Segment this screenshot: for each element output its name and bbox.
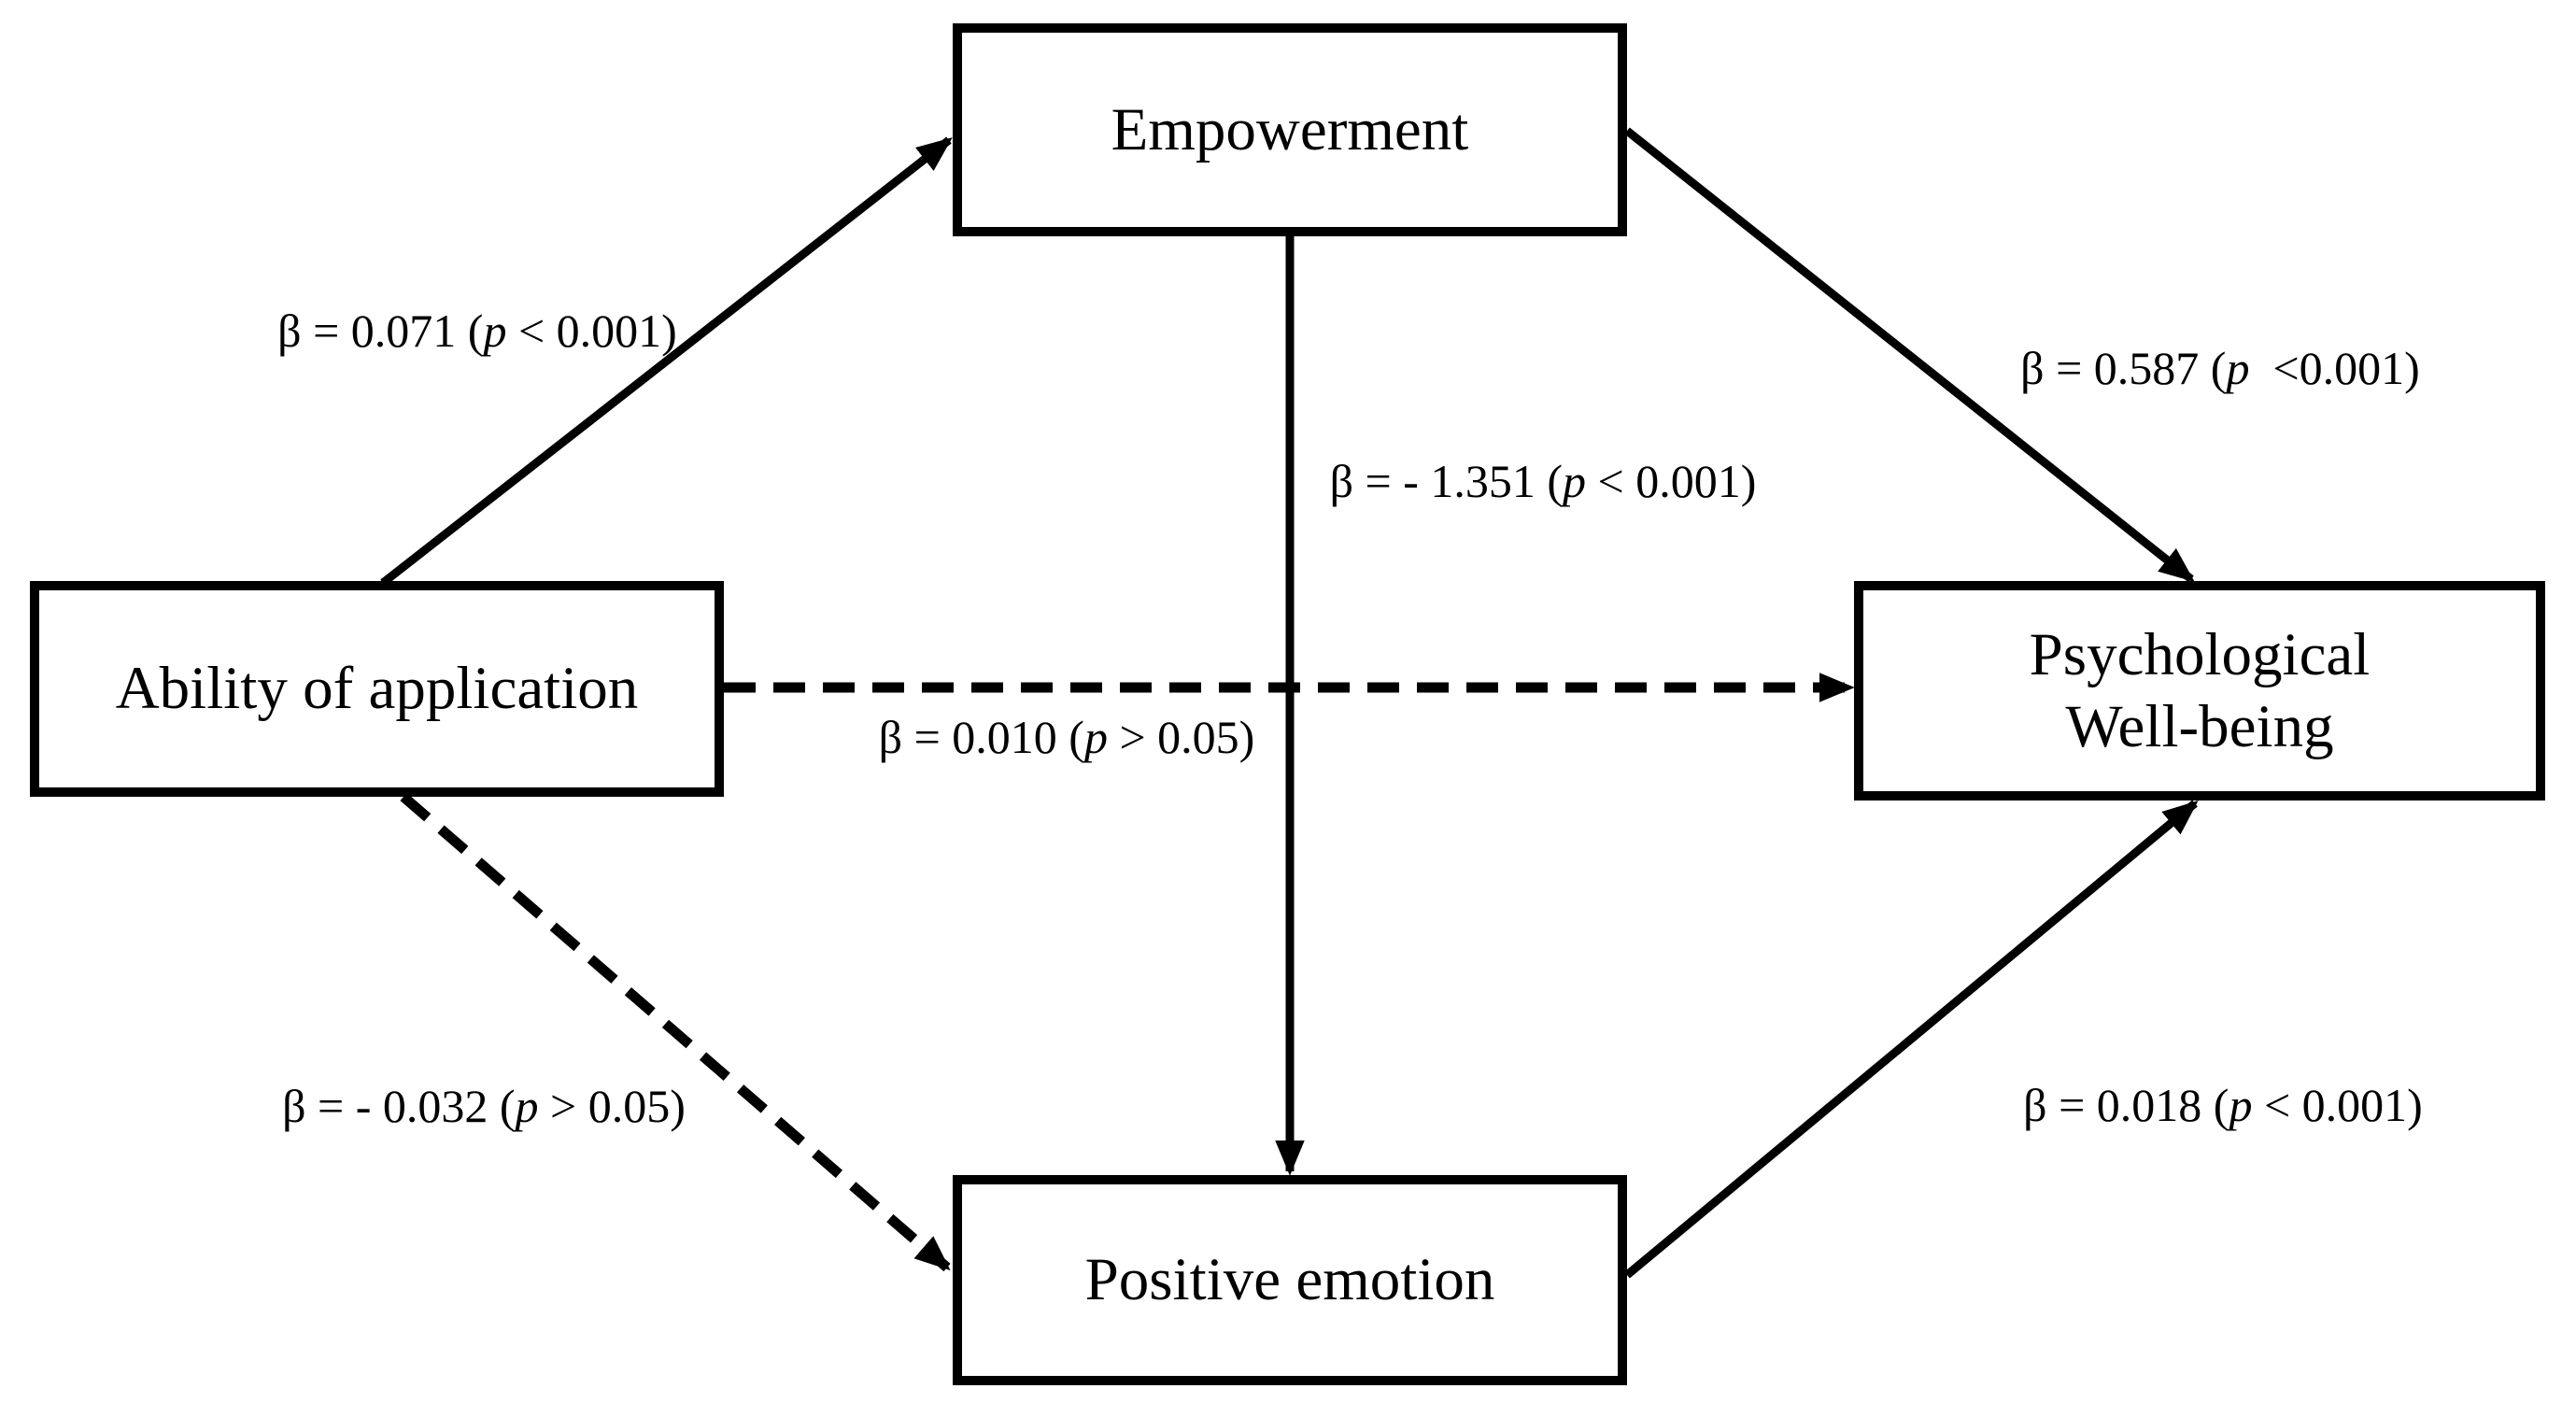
- edge-ability-to-empowerment: [380, 136, 953, 587]
- beta-text: β = 0.071 (: [277, 305, 484, 357]
- p-symbol: p: [1563, 455, 1587, 507]
- beta-text: β = 0.018 (: [2023, 1079, 2229, 1131]
- edge-label-ability-to-positive: β = - 0.032 (p > 0.05): [282, 1083, 686, 1129]
- node-positive-emotion: Positive emotion: [953, 1175, 1627, 1385]
- node-label: Psychological: [2029, 620, 2371, 688]
- p-symbol: p: [483, 305, 507, 357]
- p-symbol: p: [1083, 711, 1108, 763]
- beta-text: β = - 0.032 (: [282, 1080, 516, 1132]
- p-value-text: > 0.05): [538, 1080, 686, 1132]
- node-label: Empowerment: [1111, 95, 1469, 163]
- p-symbol: p: [2226, 342, 2250, 394]
- p-symbol: p: [515, 1080, 539, 1132]
- p-value-text: < 0.001): [2252, 1079, 2423, 1131]
- edge-label-positive-to-psychological: β = 0.018 (p < 0.001): [2023, 1082, 2423, 1128]
- node-psychological-well-being: Psychological Well-being: [1854, 581, 2545, 801]
- node-ability-of-application: Ability of application: [30, 581, 724, 797]
- node-label-line2: Well-being: [2065, 692, 2334, 760]
- edge-label-empowerment-to-positive: β = - 1.351 (p < 0.001): [1330, 458, 1757, 504]
- node-label: Ability of application: [115, 655, 639, 723]
- p-symbol: p: [2229, 1079, 2253, 1131]
- beta-text: β = 0.010 (: [878, 711, 1084, 763]
- p-value-text: < 0.001): [1586, 455, 1757, 507]
- edge-ability-to-positive: [400, 792, 951, 1272]
- p-value-text: < 0.001): [506, 305, 677, 357]
- node-empowerment: Empowerment: [953, 23, 1627, 236]
- p-value-text: <0.001): [2249, 342, 2420, 394]
- node-label: Positive emotion: [1084, 1246, 1495, 1314]
- beta-text: β = 0.587 (: [2020, 342, 2227, 394]
- edge-label-ability-to-empowerment: β = 0.071 (p < 0.001): [277, 307, 677, 354]
- p-value-text: > 0.05): [1107, 711, 1255, 763]
- edge-label-ability-to-psychological: β = 0.010 (p > 0.05): [879, 714, 1255, 760]
- edge-label-empowerment-to-psychological: β = 0.587 (p <0.001): [2020, 345, 2420, 391]
- beta-text: β = - 1.351 (: [1329, 455, 1564, 507]
- edge-empowerment-to-psychological: [1624, 127, 2195, 583]
- edge-positive-to-psychological: [1624, 800, 2199, 1279]
